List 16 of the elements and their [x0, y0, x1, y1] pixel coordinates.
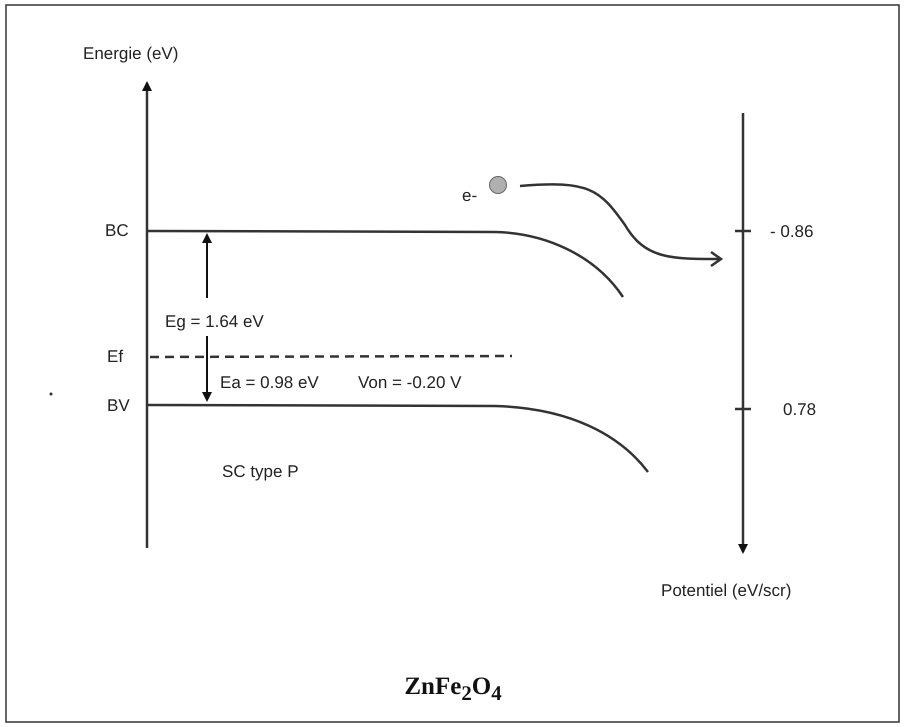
- electron-label: e-: [462, 186, 478, 206]
- onset-potential-label: Von = -0.20 V: [358, 373, 462, 393]
- caption: ZnFe$_{2}$O$_{4}$: [403, 672, 503, 707]
- semiconductor-type-label: SC type P: [222, 462, 299, 482]
- axis-title: Energie (eV): [83, 44, 178, 64]
- electron-circle: [489, 176, 507, 194]
- axis-title: Potentiel (eV/scr): [661, 581, 792, 601]
- tick-label: - 0.86: [770, 222, 814, 242]
- band-label: BV: [107, 396, 130, 416]
- tick-label: 0.78: [783, 400, 816, 420]
- level-label: Ef: [107, 347, 124, 367]
- potential-axis: [735, 113, 751, 554]
- gap-energy-label: Eg = 1.64 eV: [165, 312, 264, 332]
- band-label: BC: [105, 221, 129, 241]
- curved-arrow: [520, 183, 722, 268]
- activation-energy-label: Ea = 0.98 eV: [220, 373, 319, 393]
